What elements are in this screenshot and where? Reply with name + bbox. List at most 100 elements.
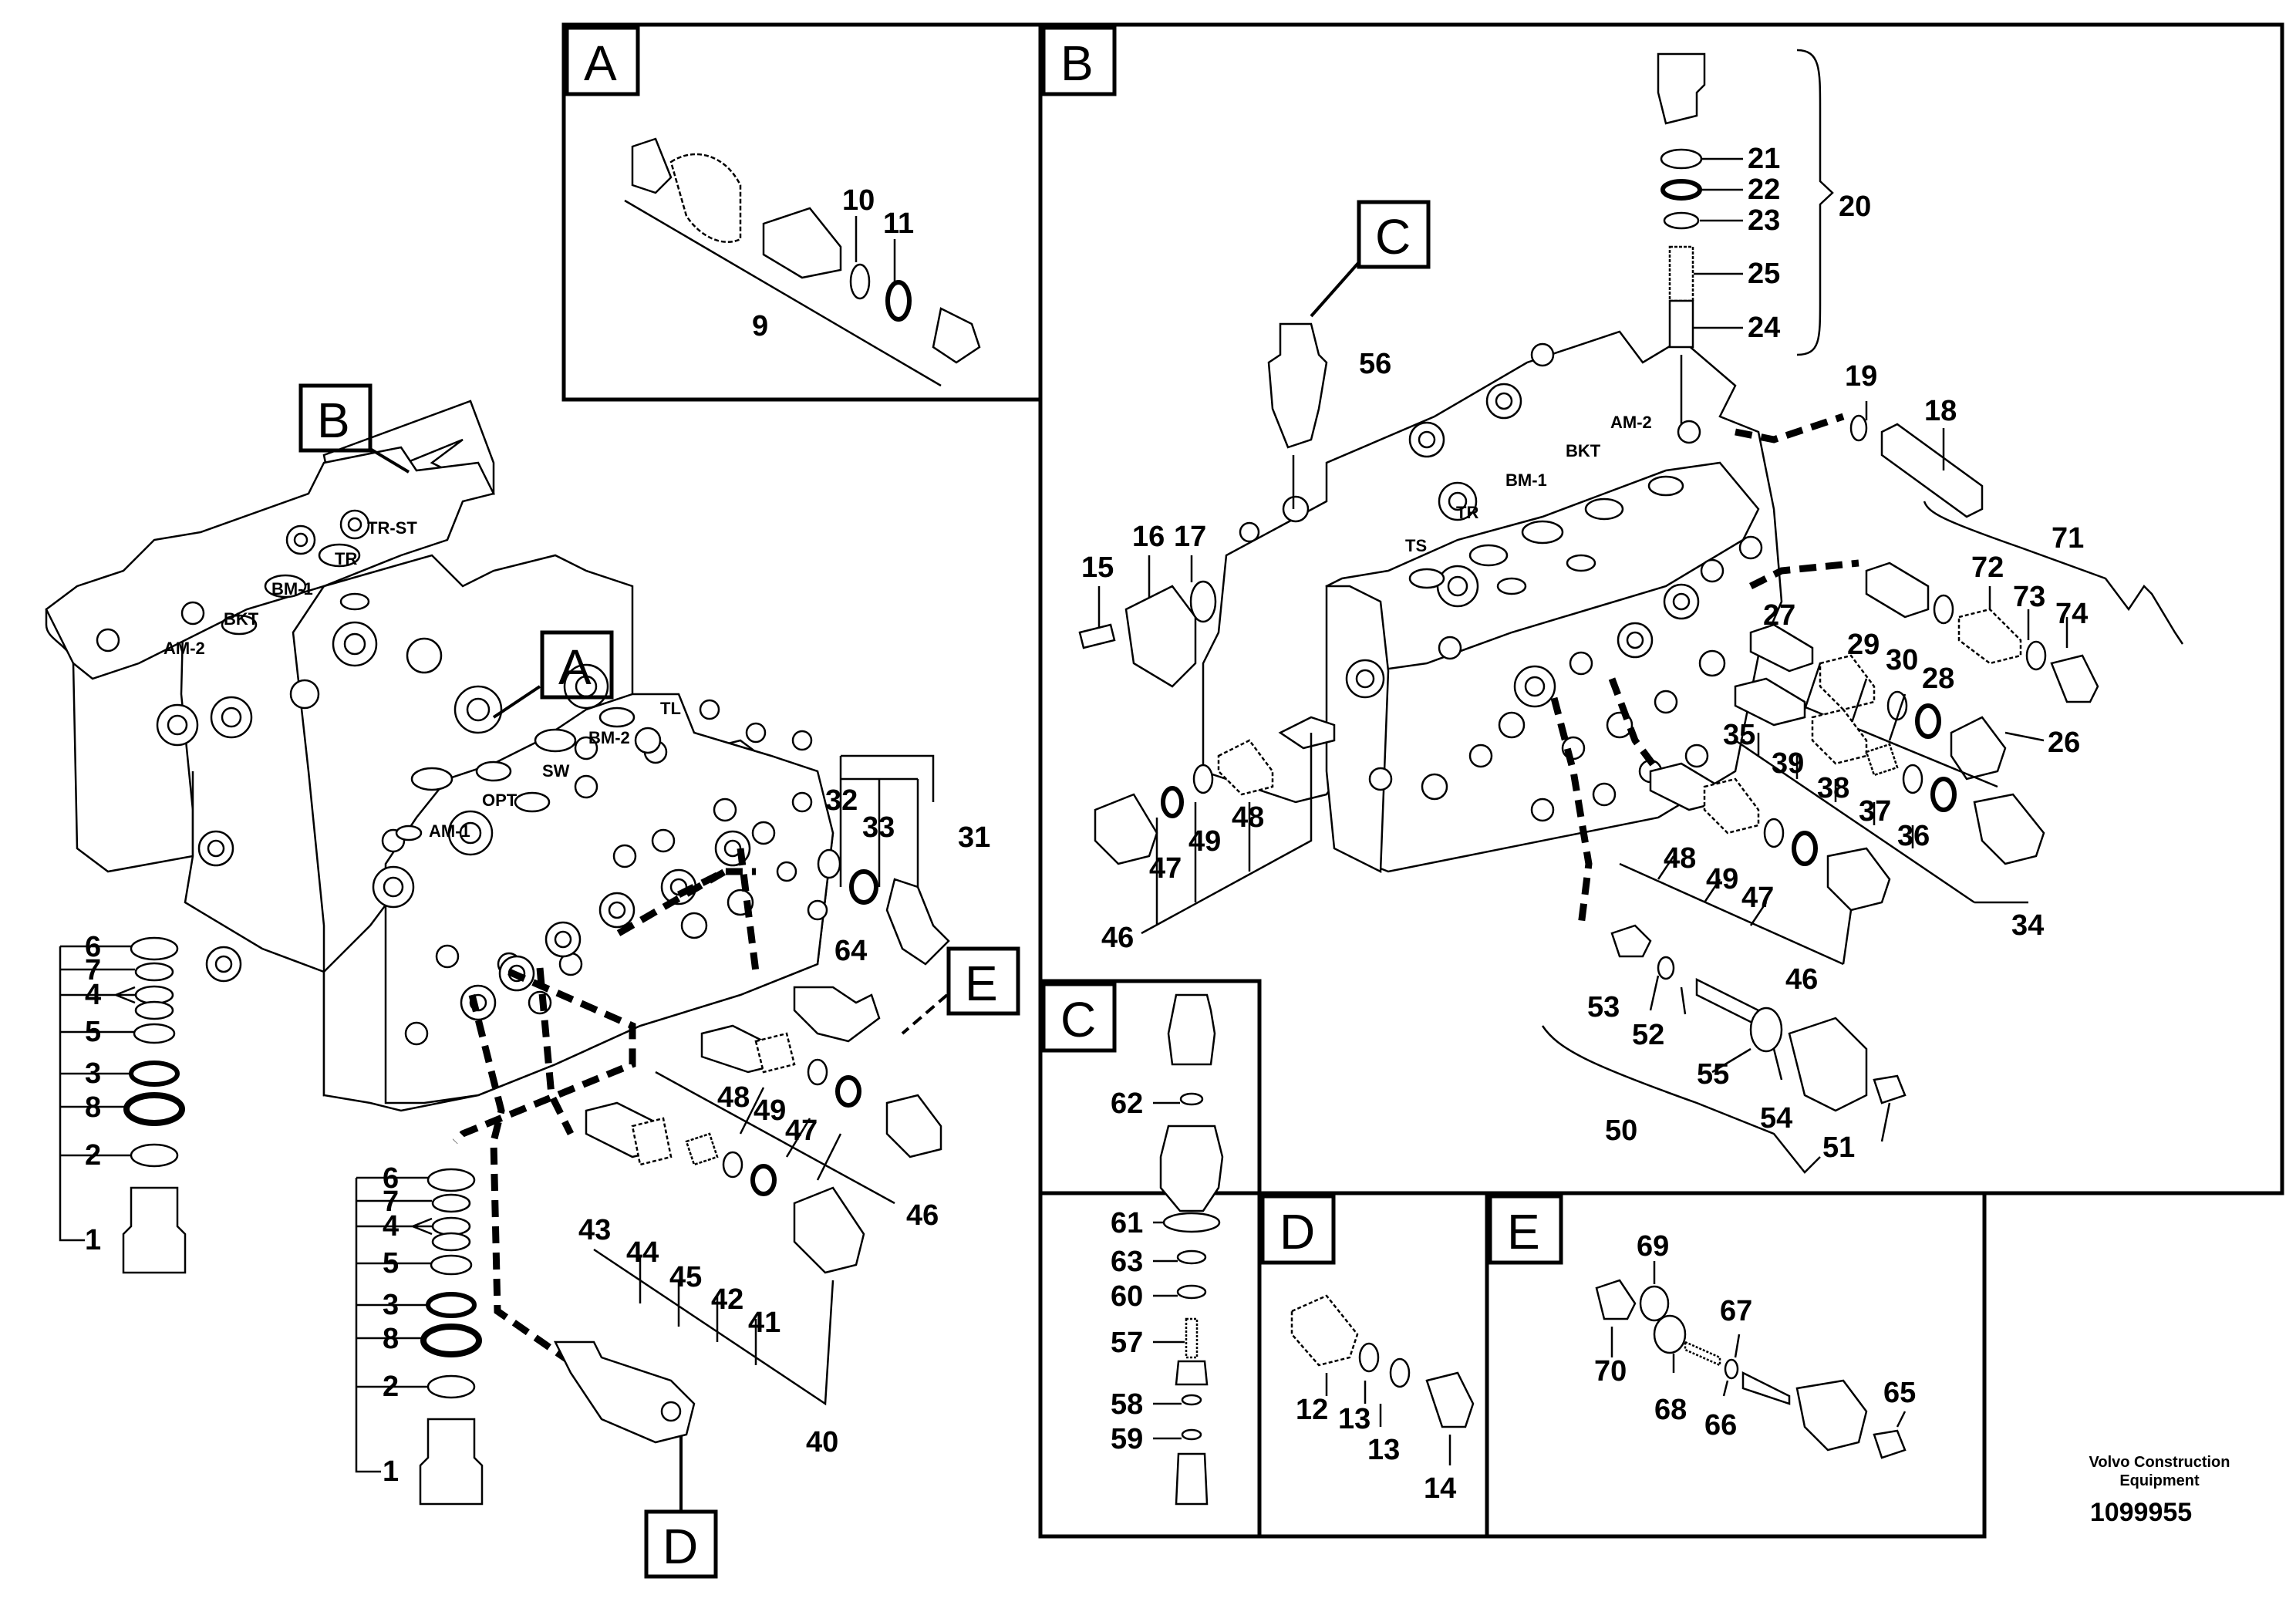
callout-b-letter: B	[317, 393, 350, 448]
part-num-56: 56	[1359, 348, 1391, 380]
part-num-1a: 1	[85, 1224, 101, 1256]
part-num-19: 19	[1845, 360, 1877, 393]
part-num-38: 38	[1817, 772, 1849, 804]
callout-d-letter: D	[663, 1519, 698, 1574]
part-num-65: 65	[1883, 1377, 1916, 1409]
panel-c-letter: C	[1060, 992, 1096, 1047]
b-port-label-bkt: BKT	[1566, 441, 1601, 460]
callout-c-letter: C	[1375, 209, 1411, 265]
part-num-31: 31	[958, 821, 990, 854]
part-num-67: 67	[1720, 1295, 1752, 1327]
part-num-58: 58	[1111, 1388, 1143, 1421]
panel-d-tag	[1260, 1194, 1336, 1265]
part-num-50: 50	[1605, 1114, 1637, 1147]
part-num-49a: 49	[754, 1094, 786, 1127]
part-num-42: 42	[711, 1283, 743, 1316]
part-num-20: 20	[1839, 191, 1871, 223]
main-block-callouts: B A E D	[298, 383, 1020, 1579]
part-num-37: 37	[1859, 795, 1891, 828]
left-stack-a: 1 2 8 3 5 4 7 6	[59, 931, 187, 1274]
part-num-55: 55	[1697, 1058, 1729, 1091]
part-num-53: 53	[1587, 991, 1620, 1023]
callout-b-box	[298, 383, 373, 453]
part-num-7a: 7	[85, 954, 101, 986]
part-num-47a: 47	[785, 1114, 818, 1147]
panel-a-tag	[565, 25, 640, 96]
part-num-32: 32	[825, 784, 858, 817]
panel-frames: A B C D E	[561, 22, 2284, 1539]
part-num-3a: 3	[85, 1057, 101, 1090]
part-num-47c: 47	[1149, 852, 1182, 885]
part-num-72: 72	[1971, 551, 2004, 584]
port-label-bkt: BKT	[224, 609, 259, 629]
part-num-25: 25	[1748, 258, 1780, 290]
part-num-45: 45	[669, 1261, 702, 1293]
port-label-tr-st: TR-ST	[367, 518, 417, 538]
credit-line-1: Volvo Construction	[2089, 1454, 2230, 1471]
panel-d-contents: 12 13 13 14	[1290, 1294, 1475, 1505]
part-num-71: 71	[2052, 522, 2084, 555]
b-port-label-bm1: BM-1	[1505, 470, 1547, 490]
part-num-46b: 46	[1785, 963, 1818, 996]
part-num-46c: 46	[1101, 922, 1134, 954]
b-port-label-ts: TS	[1405, 536, 1427, 555]
part-num-6b: 6	[383, 1162, 399, 1195]
left-stack-b: 1 2 8 3 5 4 7 6	[355, 1162, 484, 1506]
doc-number: 1099955	[2090, 1498, 2192, 1527]
part-num-41: 41	[748, 1307, 781, 1339]
part-num-60: 60	[1111, 1280, 1143, 1313]
part-num-17: 17	[1174, 521, 1206, 553]
group-31: 32 33 31	[817, 754, 990, 966]
part-num-21: 21	[1748, 143, 1780, 175]
port-label-am2: AM-2	[164, 639, 205, 658]
part-num-51: 51	[1822, 1131, 1855, 1164]
main-block-port-labels: TR-ST TR BM-1 BKT AM-2 TL BM-2 SW OPT AM…	[164, 518, 681, 841]
part-num-48b: 48	[1664, 842, 1696, 875]
b-port-label-tr: TR	[1456, 503, 1478, 522]
part-num-27: 27	[1763, 599, 1795, 632]
port-label-sw: SW	[542, 761, 570, 781]
part-num-8a: 8	[85, 1091, 101, 1124]
callout-d-box	[644, 1509, 718, 1579]
callout-e-letter: E	[965, 956, 998, 1011]
panel-b-letter: B	[1060, 35, 1094, 91]
part-num-49b: 49	[1706, 863, 1738, 895]
group-46-left: 48 49 47 46	[655, 1024, 942, 1232]
port-label-tl: TL	[660, 699, 681, 718]
part-num-18: 18	[1924, 395, 1957, 427]
part-num-48a: 48	[717, 1081, 750, 1114]
panel-a-letter: A	[584, 35, 617, 91]
part-num-13a: 13	[1338, 1403, 1371, 1435]
part-num-36: 36	[1897, 820, 1930, 852]
part-num-16: 16	[1132, 521, 1165, 553]
part-num-2b: 2	[383, 1371, 399, 1403]
part-num-9: 9	[752, 310, 768, 342]
part-num-52: 52	[1632, 1019, 1664, 1051]
panel-e-letter: E	[1507, 1204, 1540, 1259]
cartridge-d-ref	[553, 1340, 696, 1444]
part-num-4a: 4	[85, 979, 101, 1011]
part-num-64: 64	[834, 935, 867, 967]
panel-b-contents: AM-2 BKT BM-1 TR TS C 56 15 16 17 21 22 …	[1078, 49, 2184, 1174]
footer: Volvo Construction Equipment 1099955	[2089, 1454, 2230, 1527]
part-num-69: 69	[1637, 1230, 1669, 1263]
panel-a-contents: 10 11 9	[624, 137, 981, 387]
panel-e-contents: 70 69 68 67 66 65	[1594, 1230, 1916, 1459]
panel-c-tag	[1041, 982, 1117, 1053]
part-num-8b: 8	[383, 1323, 399, 1355]
part-num-30: 30	[1886, 644, 1918, 676]
part-num-22: 22	[1748, 174, 1780, 206]
panel-e-tag	[1488, 1194, 1563, 1265]
part-num-40: 40	[806, 1426, 838, 1458]
part-num-23: 23	[1748, 204, 1780, 237]
part-num-59: 59	[1111, 1423, 1143, 1455]
panel-c-frame	[1038, 979, 1262, 1539]
part-num-68: 68	[1654, 1394, 1687, 1426]
part-num-11: 11	[883, 207, 914, 240]
part-num-34: 34	[2011, 909, 2044, 942]
part-num-15: 15	[1081, 551, 1114, 584]
part-num-24: 24	[1748, 312, 1780, 344]
main-block-dashed-leaders	[452, 848, 760, 1376]
part-num-7b: 7	[383, 1185, 399, 1218]
port-label-tr: TR	[335, 549, 357, 568]
